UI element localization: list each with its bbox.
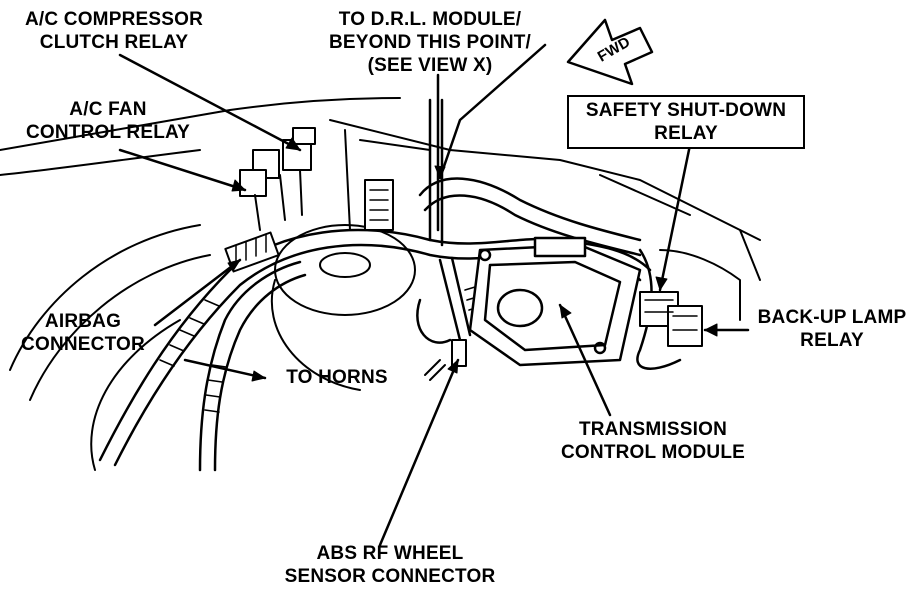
leader-arrowheads (227, 137, 718, 382)
label-line: RELAY (800, 330, 864, 351)
wiring-harness (98, 98, 682, 472)
label-line: SENSOR CONNECTOR (284, 566, 496, 587)
label-ac-fan-control-relay: A/C FAN CONTROL RELAY (8, 98, 208, 144)
ac-relays (239, 127, 316, 231)
leader-lines (118, 43, 750, 547)
label-airbag-connector: AIRBAG CONNECTOR (8, 310, 158, 356)
label-line: CLUTCH RELAY (39, 32, 189, 53)
label-line: TRANSMISSION (578, 419, 728, 440)
label-back-up-lamp-relay: BACK-UP LAMP RELAY (752, 306, 912, 352)
label-line: BACK-UP LAMP (757, 307, 907, 328)
label-safety-shutdown-relay: SAFETY SHUT-DOWN RELAY (567, 95, 805, 149)
label-line: SAFETY SHUT-DOWN (585, 100, 787, 121)
label-line: A/C FAN (69, 99, 147, 120)
label-line: CONNECTOR (21, 334, 145, 355)
label-to-horns: TO HORNS (286, 367, 388, 388)
label-ac-compressor-clutch-relay: A/C COMPRESSOR CLUTCH RELAY (8, 8, 220, 54)
label-drl-module: TO D.R.L. MODULE/ BEYOND THIS POINT/ (SE… (310, 8, 550, 77)
drl-connector-shape (364, 179, 394, 231)
tcm-shape (468, 236, 642, 367)
label-line: TO D.R.L. MODULE/ (338, 9, 522, 30)
label-line: BEYOND THIS POINT/ (328, 32, 532, 53)
label-line: CONTROL MODULE (561, 442, 745, 463)
label-abs-rf-wheel-sensor-connector: ABS RF WHEEL SENSOR CONNECTOR (265, 542, 515, 588)
wheel-well (9, 224, 211, 471)
label-line: AIRBAG (44, 311, 122, 332)
label-transmission-control-module: TRANSMISSION CONTROL MODULE (548, 418, 758, 464)
strut-tower (270, 224, 416, 391)
label-line: (SEE VIEW X) (367, 55, 493, 76)
label-line: A/C COMPRESSOR (24, 9, 204, 30)
label-line: RELAY (654, 123, 718, 144)
label-line: CONTROL RELAY (25, 122, 191, 143)
right-relays (639, 249, 741, 347)
label-line: ABS RF WHEEL (316, 543, 464, 564)
fwd-arrow-shape (566, 18, 654, 86)
abs-connector-shape (424, 339, 467, 381)
